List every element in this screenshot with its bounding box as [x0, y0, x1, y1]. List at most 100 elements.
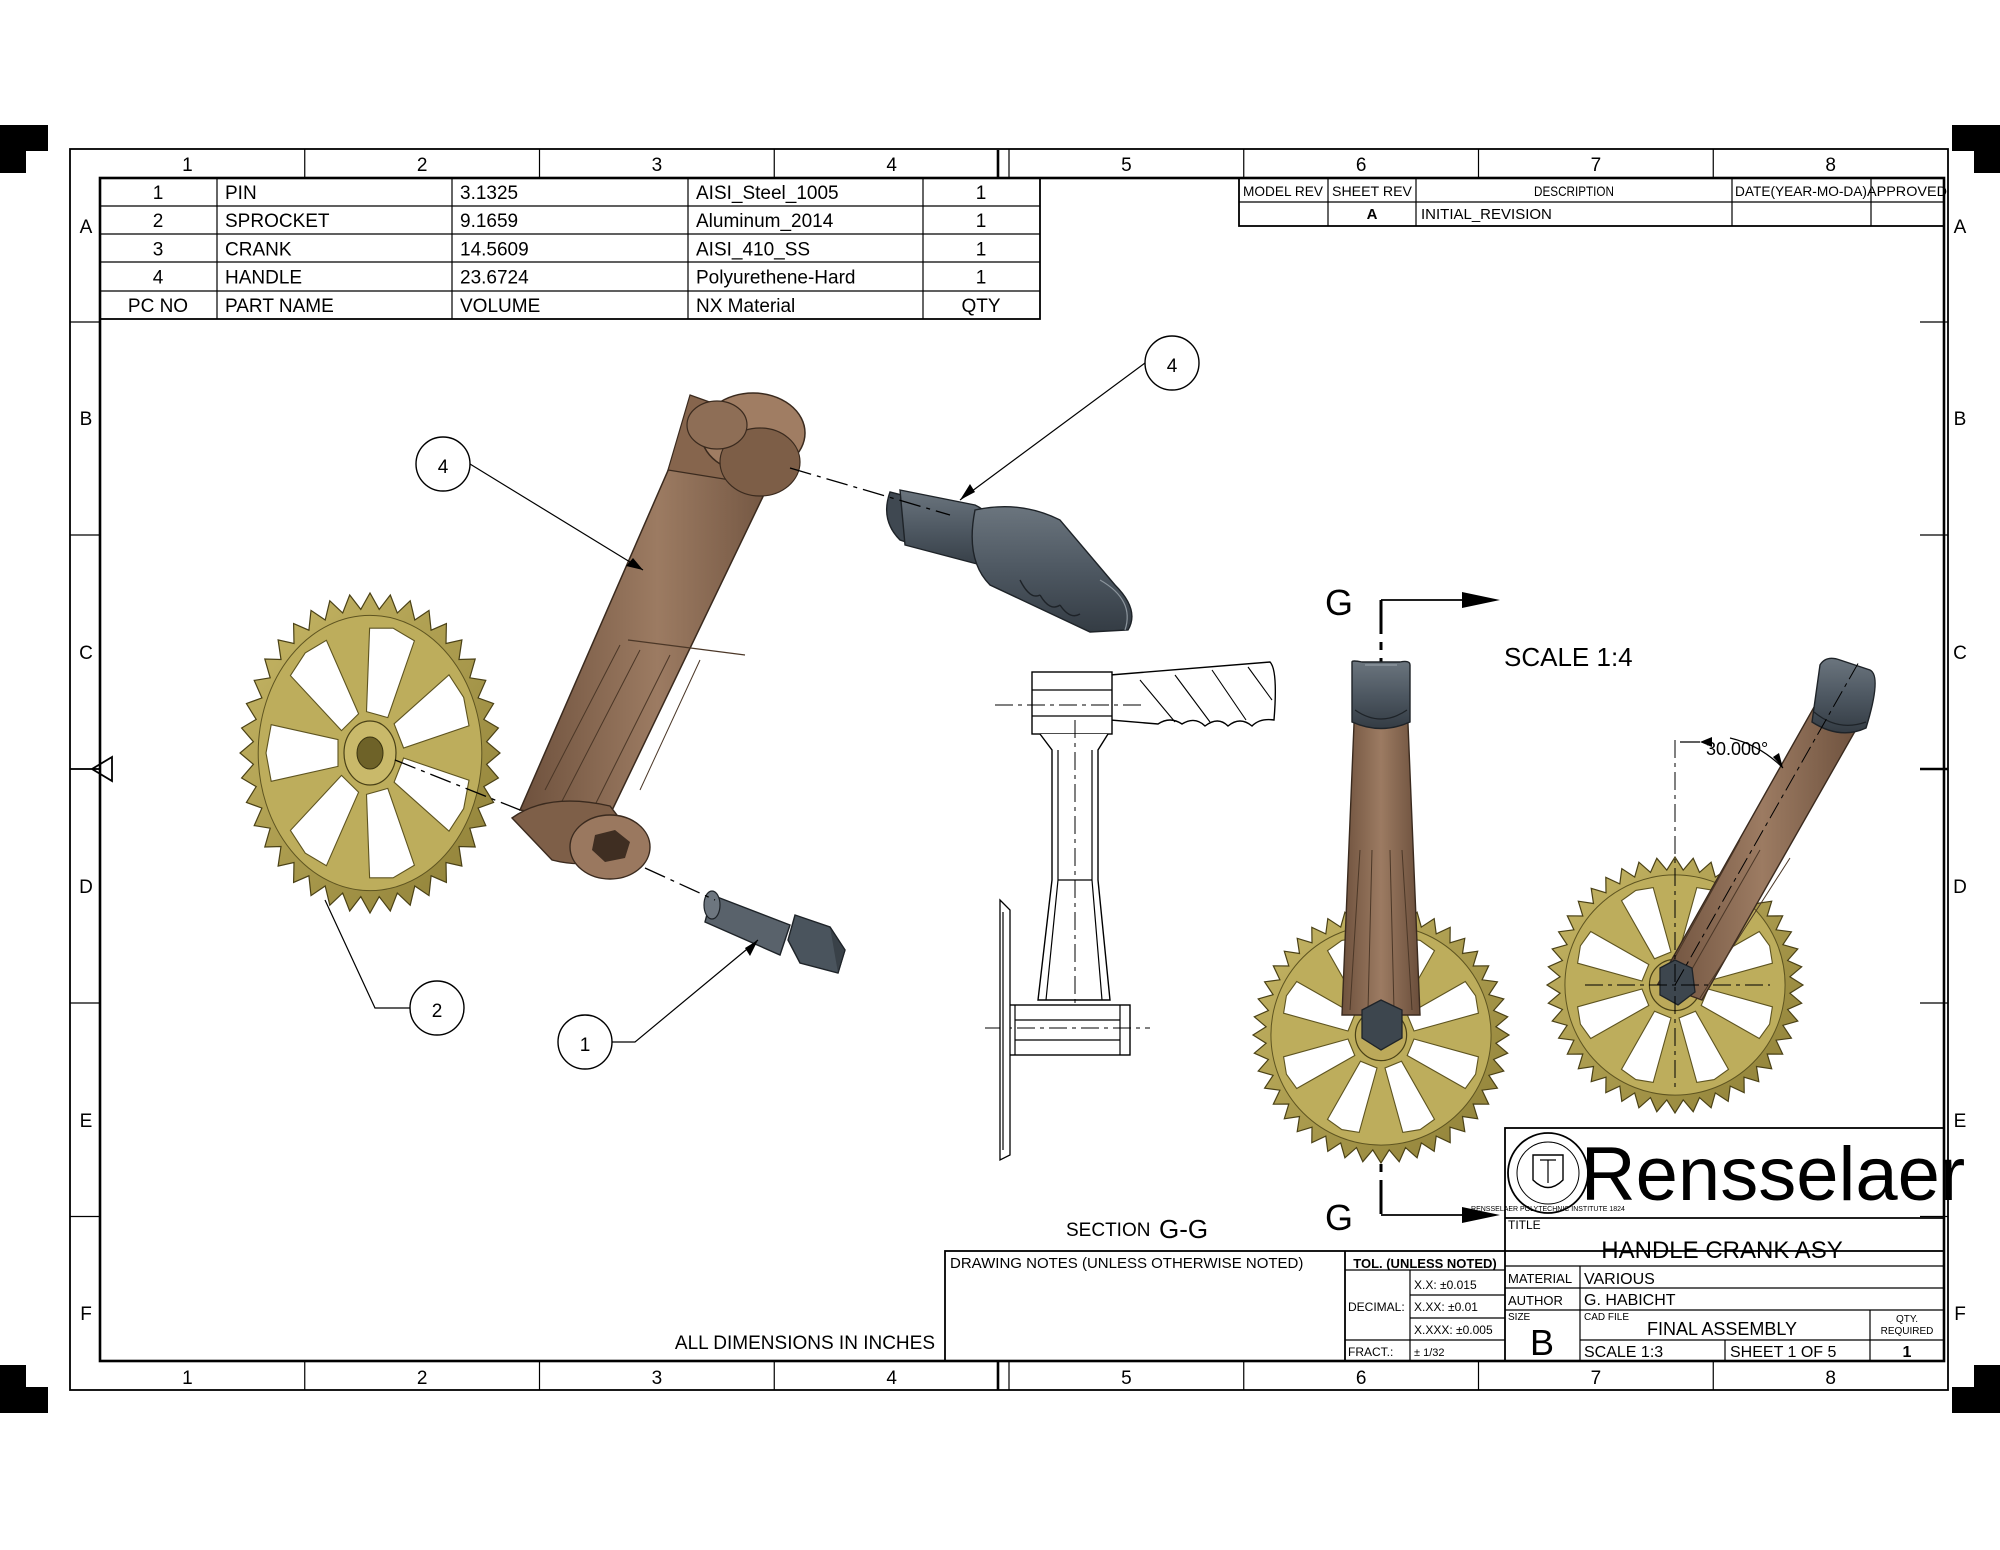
crank-part	[510, 392, 806, 880]
zone-column-label: 7	[1591, 1368, 1602, 1389]
cad-file-label: CAD FILE	[1584, 1312, 1629, 1323]
rensselaer-logo: Rensselaer	[1581, 1132, 1965, 1217]
parts-list-cell: 23.6724	[460, 268, 529, 289]
zone-row-label: F	[80, 1304, 92, 1325]
zone-row-label: D	[1953, 877, 1967, 898]
angle-dimension: 30.000°	[1706, 739, 1768, 759]
section-view: SECTION G-G	[985, 661, 1277, 1244]
revision-cell: A	[1367, 206, 1378, 223]
drawing-notes-header: DRAWING NOTES (UNLESS OTHERWISE NOTED)	[950, 1255, 1303, 1272]
zone-column-label: 4	[886, 1368, 897, 1389]
parts-list-header: PART NAME	[225, 296, 334, 317]
zone-column-label: 6	[1356, 1368, 1367, 1389]
zone-row-label: F	[1954, 1304, 1966, 1325]
qty-label-required: REQUIRED	[1881, 1326, 1934, 1337]
fraction-label: FRACT.:	[1348, 1345, 1393, 1359]
all-dimensions-note: ALL DIMENSIONS IN INCHES	[675, 1333, 935, 1354]
zone-row-label: D	[79, 877, 93, 898]
revision-header: MODEL REV	[1243, 183, 1324, 199]
revision-cell: INITIAL_REVISION	[1421, 206, 1552, 223]
title-label: TITLE	[1508, 1218, 1541, 1232]
parts-list-cell: Aluminum_2014	[696, 211, 834, 232]
parts-list-cell: 14.5609	[460, 239, 529, 260]
balloon-handle-lower: 4	[415, 436, 644, 571]
parts-list-cell: 1	[153, 183, 164, 204]
revision-header: SHEET REV	[1332, 183, 1413, 199]
rotated-view: 30.000°	[1545, 657, 1876, 1115]
title-block: RENSSELAER POLYTECHNIC INSTITUTE 1824 Re…	[944, 1127, 1965, 1363]
balloon-label: 4	[1167, 356, 1178, 377]
balloon-sprocket: 2	[324, 899, 465, 1036]
parts-list-cell: 9.1659	[460, 211, 518, 232]
section-label-prefix: SECTION	[1066, 1220, 1150, 1241]
decimal-label: DECIMAL:	[1348, 1300, 1405, 1314]
section-letter-bottom: G	[1325, 1197, 1353, 1238]
zone-column-label: 2	[417, 155, 428, 176]
front-view	[1251, 660, 1511, 1165]
pin-part	[703, 890, 846, 974]
parts-list-cell: Polyurethene-Hard	[696, 268, 855, 289]
parts-list-table: 1 PIN 3.1325 AISI_Steel_1005 1 2 SPROCKET 9.165…	[99, 177, 1041, 320]
title-scale: SCALE 1:3	[1584, 1344, 1663, 1361]
zone-column-label: 8	[1825, 155, 1836, 176]
parts-list-cell: 1	[976, 268, 987, 289]
tolerance-xxxx: X.XXX: ±0.005	[1414, 1323, 1493, 1337]
size-label: SIZE	[1508, 1312, 1531, 1323]
assembly-centerline-upper	[789, 467, 951, 516]
parts-list-cell: AISI_Steel_1005	[696, 183, 839, 204]
fraction-value: ± 1/32	[1414, 1347, 1445, 1359]
material-label: MATERIAL	[1508, 1271, 1572, 1286]
assembly-centerline-lower	[394, 759, 716, 901]
zone-row-label: C	[79, 643, 93, 664]
parts-list-header: PC NO	[128, 296, 188, 317]
revision-header: APPROVED	[1867, 183, 1947, 199]
parts-list-cell: 1	[976, 239, 987, 260]
author-label: AUTHOR	[1508, 1293, 1563, 1308]
tolerance-xxx: X.XX: ±0.01	[1414, 1300, 1478, 1314]
drawing-title: HANDLE CRANK ASY	[1601, 1237, 1842, 1264]
revision-header: DATE(YEAR-MO-DA)	[1735, 183, 1867, 199]
parts-list-cell: 3.1325	[460, 183, 518, 204]
zone-column-label: 6	[1356, 155, 1367, 176]
zone-row-label: E	[1954, 1111, 1967, 1132]
zone-column-label: 3	[652, 155, 663, 176]
corner-marks	[0, 125, 2000, 1413]
balloon-label: 4	[438, 457, 449, 478]
balloon-handle-upper: 4	[959, 335, 1200, 501]
parts-list-cell: PIN	[225, 183, 257, 204]
parts-list-cell: 4	[153, 268, 164, 289]
zone-column-label: 8	[1825, 1368, 1836, 1389]
tolerance-header: TOL. (UNLESS NOTED)	[1353, 1256, 1496, 1271]
parts-list-header: VOLUME	[460, 296, 540, 317]
zone-row-label: E	[80, 1111, 93, 1132]
parts-list-cell: SPROCKET	[225, 211, 330, 232]
parts-list-header: QTY	[961, 296, 1000, 317]
zone-row-label: C	[1953, 643, 1967, 664]
material-value: VARIOUS	[1584, 1271, 1655, 1288]
parts-list-cell: HANDLE	[225, 268, 302, 289]
zone-row-label: A	[1954, 217, 1967, 238]
rensselaer-seal: RENSSELAER POLYTECHNIC INSTITUTE 1824	[1471, 1132, 1625, 1214]
author-value: G. HABICHT	[1584, 1292, 1676, 1309]
scale-note: SCALE 1:4	[1504, 642, 1633, 672]
sprocket-part	[239, 591, 501, 915]
centering-mark-left	[70, 755, 113, 783]
parts-list-cell: 3	[153, 239, 164, 260]
balloon-pin: 1	[557, 939, 759, 1070]
sheet-number: SHEET 1 OF 5	[1730, 1344, 1837, 1361]
zone-column-label: 4	[886, 155, 897, 176]
parts-list-cell: 1	[976, 183, 987, 204]
parts-list-cell: 2	[153, 211, 164, 232]
zone-row-label: B	[80, 409, 93, 430]
zone-column-label: 1	[182, 1368, 193, 1389]
cad-file-value: FINAL ASSEMBLY	[1647, 1319, 1797, 1339]
handle-part	[886, 489, 1133, 633]
qty-label: QTY.	[1896, 1314, 1918, 1325]
parts-list-header: NX Material	[696, 296, 795, 317]
sheet-size: B	[1530, 1322, 1554, 1363]
zone-row-label: A	[80, 217, 93, 238]
